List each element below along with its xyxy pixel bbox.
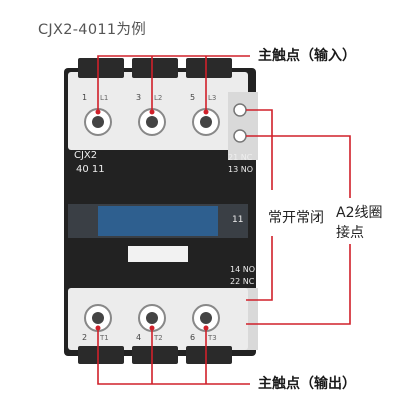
aux-terminal-strip-top xyxy=(228,92,258,160)
terminal-sym: L1 xyxy=(100,94,108,102)
bottom-pillar xyxy=(78,346,124,364)
code-text: 40 11 xyxy=(76,164,105,175)
coil-label-line2: 接点 xyxy=(336,225,364,241)
terminal-num: 1 xyxy=(82,93,87,102)
terminal-sym: L2 xyxy=(154,94,162,102)
model-text: CJX2 xyxy=(74,150,97,161)
terminal-num: 2 xyxy=(82,333,87,342)
terminal-sym: T3 xyxy=(207,334,217,342)
top-pillar xyxy=(78,58,124,78)
annotation-lines xyxy=(97,55,351,385)
leader-coil-top xyxy=(246,135,351,198)
terminal-num: 4 xyxy=(136,333,141,342)
terminal-sym: L3 xyxy=(208,94,216,102)
aux-nc-label: 常闭 xyxy=(296,210,324,226)
main-input-label: 主触点（输入） xyxy=(258,48,356,64)
aux-top-line2: 13 NO xyxy=(228,165,253,174)
aux-no-label: 常开 xyxy=(268,210,296,226)
coil-label: A2线圈 接点 xyxy=(336,203,382,243)
aux-contact-label: 常开常闭 xyxy=(268,207,324,227)
terminal-num: 5 xyxy=(190,93,195,102)
main-output-label: 主触点（输出） xyxy=(258,376,356,392)
terminal-sym: T2 xyxy=(153,334,163,342)
bottom-screws xyxy=(84,304,220,332)
top-pillar xyxy=(132,58,178,78)
leader-coil-bottom xyxy=(246,244,351,325)
leader-aux-top xyxy=(246,109,273,190)
aux-bottom-line2: 22 NC xyxy=(230,277,255,286)
side-number: 11 xyxy=(232,215,243,225)
terminal-num: 6 xyxy=(190,333,195,342)
actuator-blue xyxy=(98,206,218,236)
label-plate xyxy=(128,246,188,262)
terminal-sym: T1 xyxy=(99,334,109,342)
aux-top-line1: 21 NC xyxy=(228,153,253,162)
annotation-dots xyxy=(95,109,209,331)
top-pillar xyxy=(186,58,232,78)
leader-aux-bottom xyxy=(246,236,273,301)
leader-input-1 xyxy=(97,55,250,112)
bottom-pillar xyxy=(132,346,178,364)
bottom-pillar xyxy=(186,346,232,364)
terminal-num: 3 xyxy=(136,93,141,102)
leader-output-1 xyxy=(97,328,250,385)
page-title: CJX2-4011为例 xyxy=(38,22,146,38)
coil-label-line1: A2线圈 xyxy=(336,205,383,221)
aux-bottom-line1: 14 NO xyxy=(230,265,255,274)
